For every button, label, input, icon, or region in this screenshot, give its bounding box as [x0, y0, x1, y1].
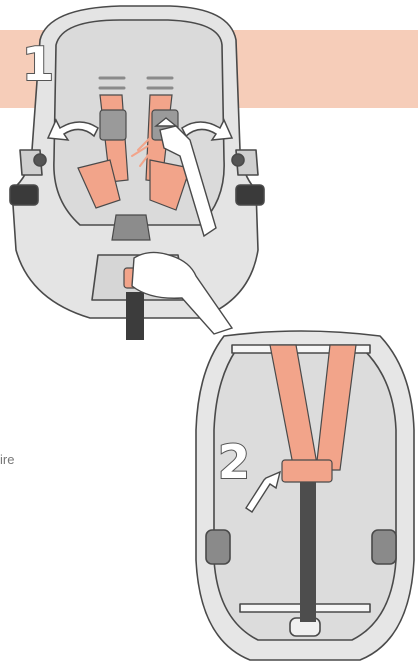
dark-strap — [300, 482, 316, 622]
adjuster-strap — [126, 292, 144, 340]
step-1-number: 1 — [22, 37, 54, 91]
step-2-number: 2 — [218, 435, 250, 489]
buckle — [112, 215, 150, 240]
cut-off-text: ire — [0, 452, 14, 467]
